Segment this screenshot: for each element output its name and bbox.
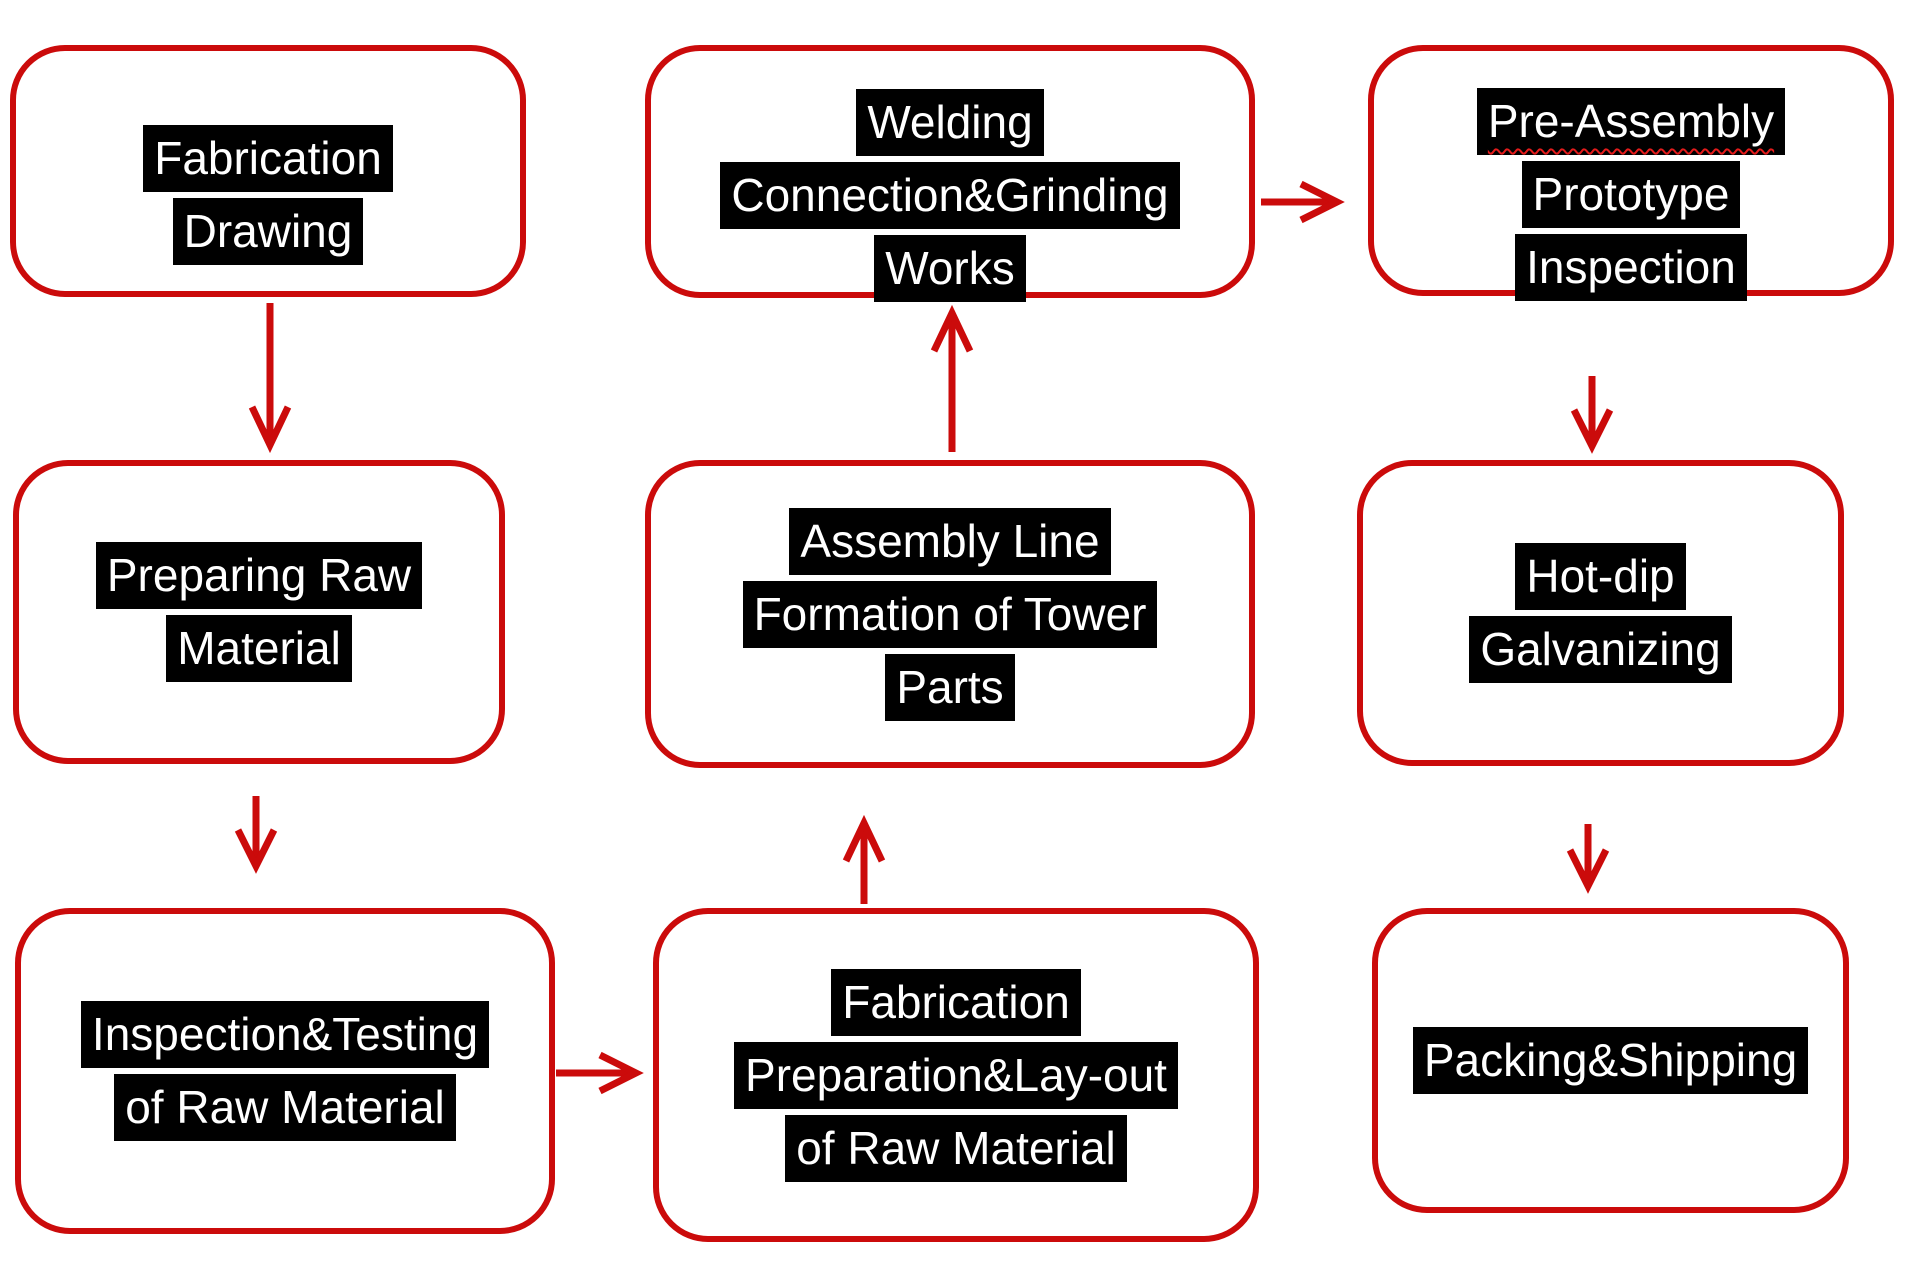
box-line: of Raw Material [114, 1074, 456, 1141]
box-line: Parts [885, 653, 1015, 721]
box-line: Inspection [1515, 234, 1747, 301]
box-line: Packing&Shipping [1412, 1027, 1809, 1094]
box-line: Assembly Line [789, 507, 1111, 575]
box-line: Preparing Raw [95, 542, 423, 609]
flow-box-welding-connection-grinding: Welding Connection&Grinding Works [645, 45, 1255, 302]
box-line: Formation of Tower [742, 580, 1158, 648]
flow-box-pre-assembly-prototype-inspection: Pre-Assembly Prototype Inspection [1368, 45, 1894, 301]
flow-box-fabrication-drawing: Fabrication Drawing [10, 45, 526, 297]
box-line: Material [166, 615, 352, 682]
box-line: Welding [856, 89, 1044, 156]
arrow-down-icon [234, 796, 278, 874]
arrow-right-icon [556, 1051, 644, 1095]
box-line: Fabrication [831, 968, 1081, 1036]
arrow-down-icon [248, 303, 292, 454]
box-line-spellcheck: Pre-Assembly [1476, 88, 1786, 155]
flow-box-packing-shipping: Packing&Shipping [1372, 908, 1849, 1213]
box-line: of Raw Material [785, 1114, 1127, 1182]
arrow-down-icon [1566, 824, 1610, 894]
box-line: Galvanizing [1469, 616, 1732, 683]
box-line: Inspection&Testing [80, 1001, 490, 1068]
arrow-up-icon [842, 814, 886, 904]
box-line: Preparation&Lay-out [734, 1041, 1178, 1109]
arrow-down-icon [1570, 376, 1614, 454]
box-line: Fabrication [143, 125, 393, 192]
box-line: Works [874, 235, 1026, 302]
box-line: Drawing [172, 198, 364, 265]
arrow-up-icon [930, 304, 974, 452]
flow-box-preparing-raw-material: Preparing Raw Material [13, 460, 505, 764]
box-line: Hot-dip [1515, 543, 1686, 610]
arrow-right-icon [1261, 180, 1345, 224]
flow-box-assembly-line-formation: Assembly Line Formation of Tower Parts [645, 460, 1255, 768]
flow-box-inspection-testing-raw-material: Inspection&Testing of Raw Material [15, 908, 555, 1234]
flow-box-hot-dip-galvanizing: Hot-dip Galvanizing [1357, 460, 1844, 766]
flow-box-fabrication-preparation-layout: Fabrication Preparation&Lay-out of Raw M… [653, 908, 1259, 1242]
box-line: Connection&Grinding [720, 162, 1180, 229]
box-line: Prototype [1521, 161, 1741, 228]
